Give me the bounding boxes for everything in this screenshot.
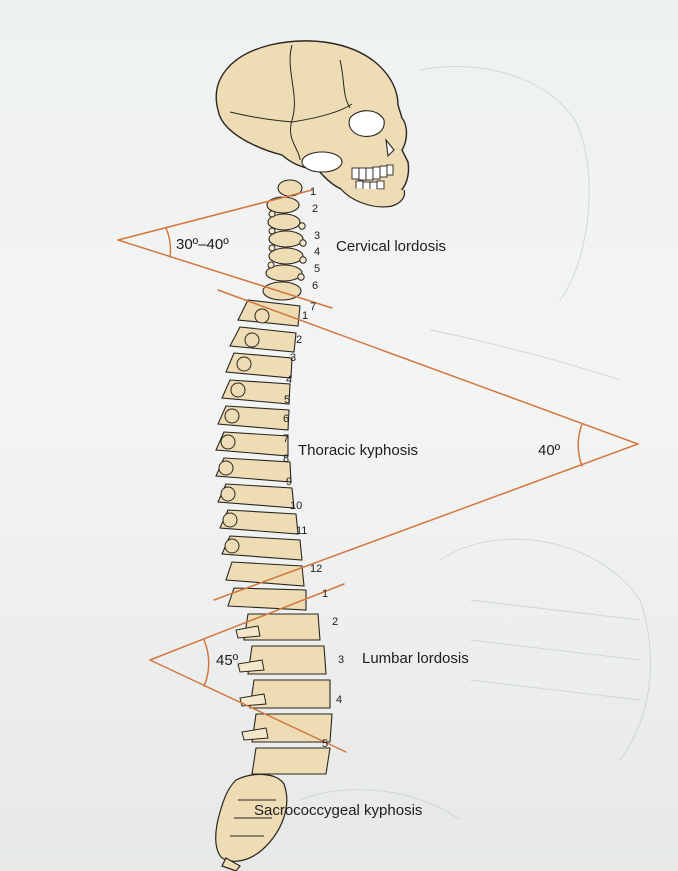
thoracic-angle-lower-line <box>214 444 638 600</box>
thoracic-vertebra-number: 9 <box>286 476 292 488</box>
cervical-vertebra-number: 4 <box>314 246 320 258</box>
thoracic-vertebra-number: 2 <box>296 334 302 346</box>
thoracic-angle-label: 40º <box>538 442 560 459</box>
lumbar-angle-arc <box>204 640 209 686</box>
lumbar-vertebra-number: 2 <box>332 616 338 628</box>
cervical-lordosis-label: Cervical lordosis <box>336 238 446 255</box>
lumbar-vertebra-number: 1 <box>322 588 328 600</box>
thoracic-vertebra-number: 5 <box>284 394 290 406</box>
cervical-vertebra-number: 6 <box>312 280 318 292</box>
thoracic-vertebra-number: 4 <box>286 374 292 386</box>
cervical-vertebra-number: 2 <box>312 203 318 215</box>
lumbar-angle-label: 45º <box>216 652 238 669</box>
thoracic-vertebra-number: 8 <box>283 453 289 465</box>
thoracic-vertebra-number: 11 <box>296 525 307 537</box>
thoracic-vertebra-number: 6 <box>283 413 289 425</box>
thoracic-kyphosis-label: Thoracic kyphosis <box>298 442 418 459</box>
lumbar-angle-upper-line <box>150 584 344 660</box>
cervical-vertebra-number: 1 <box>310 186 316 198</box>
lumbar-angle-lower-line <box>150 660 346 752</box>
cervical-angle-arc <box>166 228 170 257</box>
thoracic-vertebra-number: 1 <box>302 310 308 322</box>
thoracic-vertebra-number: 3 <box>290 352 296 364</box>
lumbar-vertebra-number: 3 <box>338 654 344 666</box>
thoracic-angle-upper-line <box>218 290 638 444</box>
cervical-vertebra-number: 7 <box>310 301 316 313</box>
lumbar-vertebra-number: 5 <box>322 738 328 750</box>
cervical-vertebra-number: 5 <box>314 263 320 275</box>
lumbar-lordosis-label: Lumbar lordosis <box>362 650 469 667</box>
cervical-angle-label: 30º–40º <box>176 236 229 253</box>
cervical-vertebra-number: 3 <box>314 230 320 242</box>
thoracic-vertebra-number: 12 <box>310 563 322 575</box>
thoracic-angle-arc <box>578 424 582 466</box>
cervical-angle-upper-line <box>118 190 312 240</box>
lumbar-vertebra-number: 4 <box>336 694 342 706</box>
sacrococcygeal-kyphosis-label: Sacrococcygeal kyphosis <box>254 802 422 819</box>
thoracic-vertebra-number: 10 <box>290 500 302 512</box>
thoracic-vertebra-number: 7 <box>283 433 289 445</box>
